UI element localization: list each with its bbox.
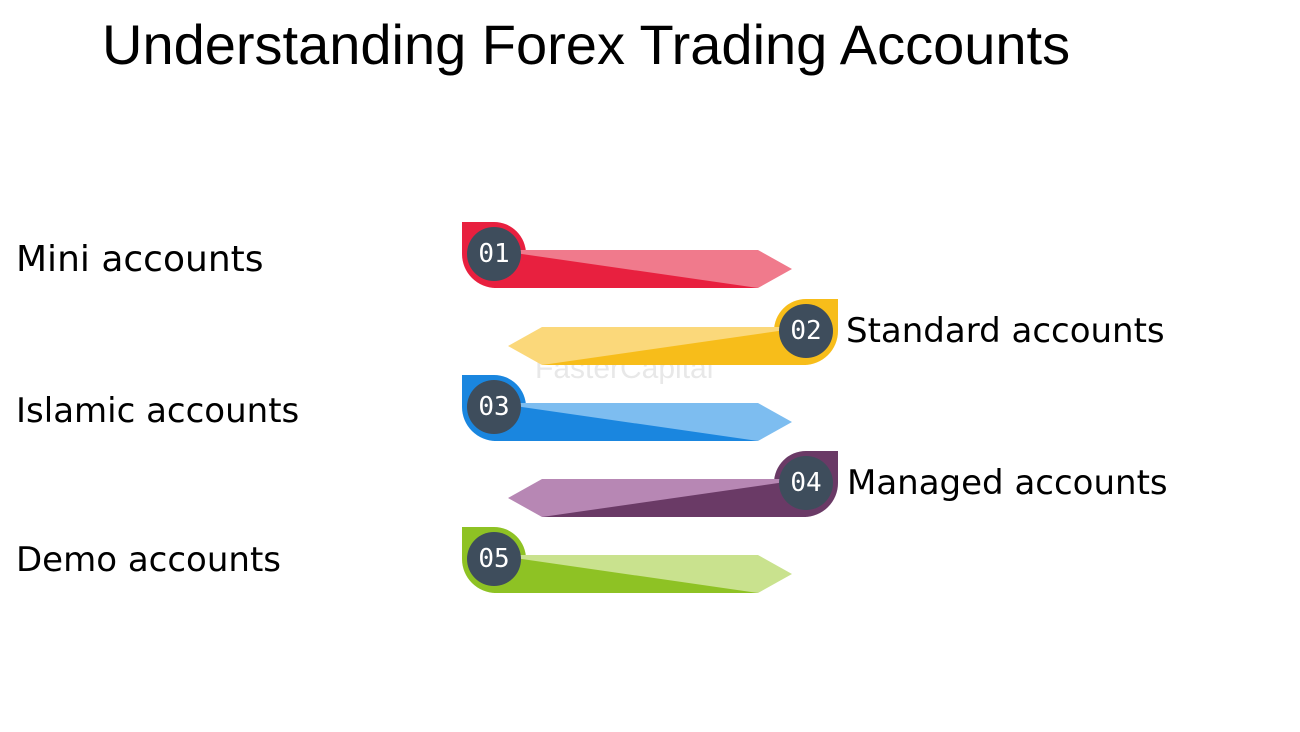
ribbon-shade: [542, 479, 806, 517]
ribbon-item-03: 03: [462, 375, 792, 441]
ribbon-item-01: 01: [462, 222, 792, 288]
number-badge: [779, 304, 833, 358]
number-badge: [779, 456, 833, 510]
label-mini-accounts: Mini accounts: [16, 239, 264, 280]
number-text: 01: [478, 239, 509, 269]
label-islamic-accounts: Islamic accounts: [16, 391, 300, 431]
ribbon-group: 01 02 03 04 05: [462, 222, 838, 593]
ribbon-item-02: 02: [508, 299, 838, 365]
label-managed-accounts: Managed accounts: [847, 463, 1168, 503]
label-standard-accounts: Standard accounts: [846, 311, 1165, 351]
page-title: Understanding Forex Trading Accounts: [102, 13, 1071, 76]
number-text: 03: [478, 392, 509, 422]
ribbon-item-05: 05: [462, 527, 792, 593]
ribbon-item-04: 04: [508, 451, 838, 517]
ribbon-shade: [542, 327, 806, 365]
ribbon-shade: [494, 555, 758, 593]
label-demo-accounts: Demo accounts: [16, 540, 281, 580]
number-text: 04: [790, 468, 821, 498]
number-badge: [467, 532, 521, 586]
number-badge: [467, 227, 521, 281]
number-text: 05: [478, 544, 509, 574]
number-badge: [467, 380, 521, 434]
ribbon-shade: [494, 403, 758, 441]
number-text: 02: [790, 316, 821, 346]
ribbon-shade: [494, 250, 758, 288]
